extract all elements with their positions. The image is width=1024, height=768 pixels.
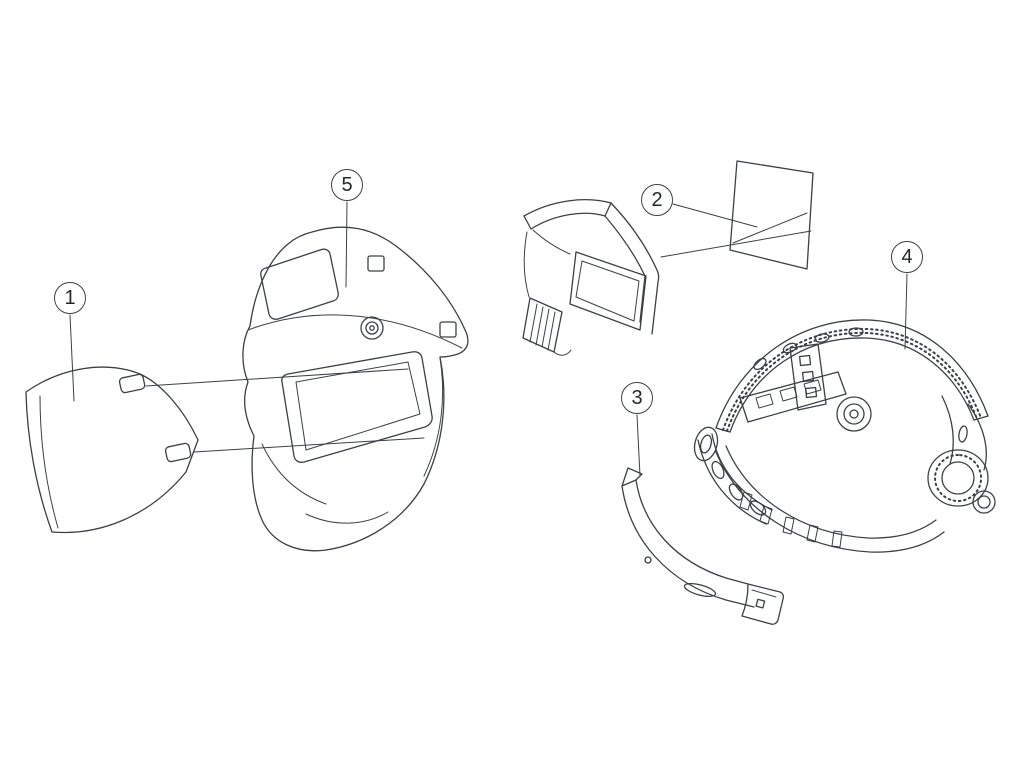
- inside-protection-plate-drawing: [660, 160, 814, 270]
- helmet-shell-drawing: [242, 226, 469, 552]
- callout-1-label: 1: [64, 286, 76, 309]
- callout-2-label: 2: [651, 188, 663, 211]
- front-cover-lens-drawing: [25, 366, 425, 534]
- callout-3: 3: [621, 382, 653, 414]
- callout-2: 2: [641, 184, 673, 216]
- callout-1: 1: [54, 282, 86, 314]
- callout-5: 5: [331, 169, 363, 201]
- callout-4: 4: [891, 241, 923, 273]
- callout-3-label: 3: [631, 386, 643, 409]
- front-frame-drawing: [621, 467, 785, 625]
- callout-5-label: 5: [341, 173, 353, 196]
- headgear-drawing: [693, 319, 996, 553]
- callout-leader-lines: [69, 201, 908, 477]
- callout-4-label: 4: [901, 245, 913, 268]
- adf-cartridge-drawing: [522, 199, 660, 356]
